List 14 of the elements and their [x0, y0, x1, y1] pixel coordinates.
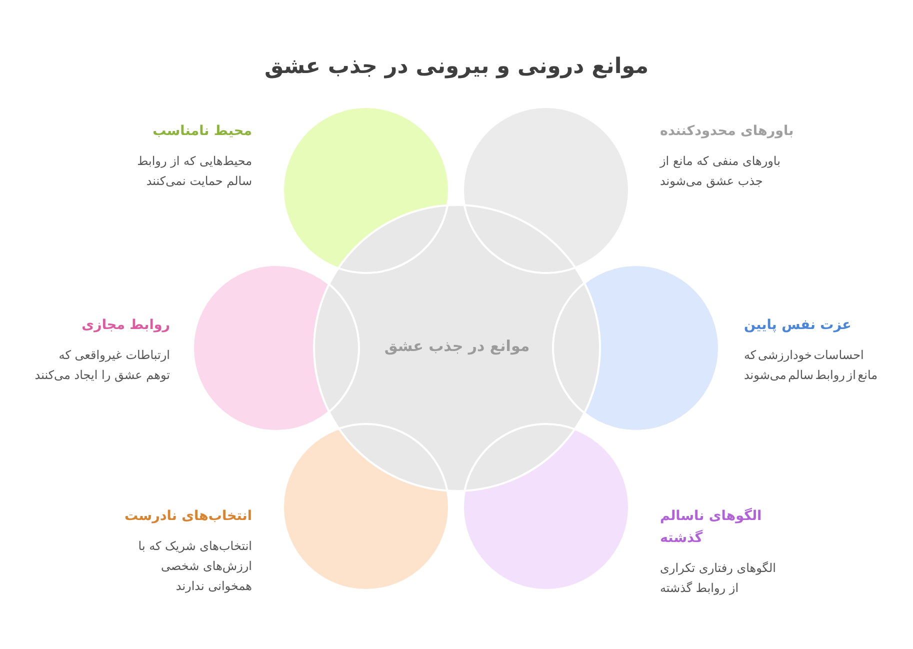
petal-heading: انتخاب‌های نادرست: [124, 507, 252, 526]
petal-heading: محیط نامناسب: [152, 122, 252, 141]
petal-heading: روابط مجازی: [80, 316, 170, 335]
center-label: موانع در جذب عشق: [383, 337, 531, 355]
diagram-title: موانع درونی و بیرونی در جذب عشق: [263, 54, 650, 79]
petal-description: الگوهای رفتاری تکراری از روابط گذشته: [660, 560, 777, 597]
petal-description: محیط‌هایی که از روابط سالم حمایت نمی‌کنند: [136, 153, 252, 190]
petal-heading: الگوهای ناسالم گذشته: [660, 506, 763, 548]
petal-description: انتخاب‌های شریک که با ارزش‌های شخصی همخوانی ندارند: [137, 538, 252, 595]
petal-description: ارتباطات غیرواقعی که توهم عشق را ایجاد می‌کنند: [34, 347, 170, 384]
petal-heading: عزت نفس پایین: [744, 316, 852, 335]
petal-heading: باورهای محدودکننده: [660, 122, 795, 141]
petal-description: احساسات خودارزشی که مانع از روابط سالم می‌شوند: [744, 347, 879, 384]
petal-description: باورهای منفی که مانع از جذب عشق می‌شوند: [660, 153, 782, 190]
